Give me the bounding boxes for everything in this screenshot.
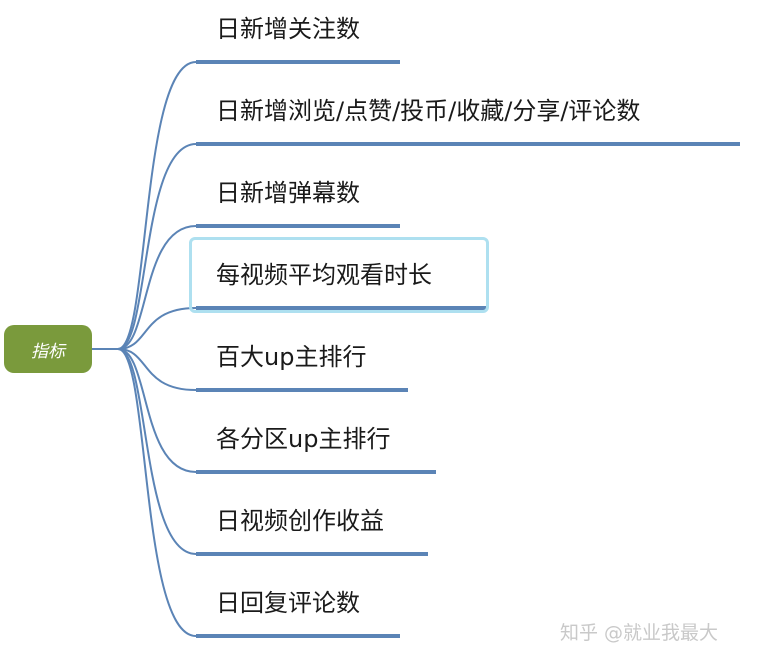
- branch-label-top-uploaders[interactable]: 百大up主排行: [216, 343, 367, 371]
- branch-label-new-danmaku[interactable]: 日新增弹幕数: [216, 179, 360, 207]
- branch-label-zone-uploaders[interactable]: 各分区up主排行: [216, 425, 391, 453]
- branch-connector: [92, 348, 197, 391]
- branch-label-new-follows[interactable]: 日新增关注数: [216, 15, 360, 43]
- watermark: 知乎 @就业我最大: [560, 622, 719, 644]
- branch-connector: [92, 307, 197, 350]
- root-node[interactable]: 指标: [4, 325, 92, 373]
- branch-connector: [92, 61, 197, 350]
- branch-connector: [92, 143, 197, 350]
- selection-highlight: [189, 237, 489, 313]
- branch-connector: [92, 348, 197, 637]
- branch-label-daily-replies[interactable]: 日回复评论数: [216, 589, 360, 617]
- branch-label-new-interactions[interactable]: 日新增浏览/点赞/投币/收藏/分享/评论数: [216, 97, 641, 125]
- branch-label-daily-revenue[interactable]: 日视频创作收益: [216, 507, 384, 535]
- branch-label-avg-watch-time[interactable]: 每视频平均观看时长: [216, 261, 432, 289]
- root-label: 指标: [31, 341, 65, 362]
- branch-connector: [92, 225, 197, 350]
